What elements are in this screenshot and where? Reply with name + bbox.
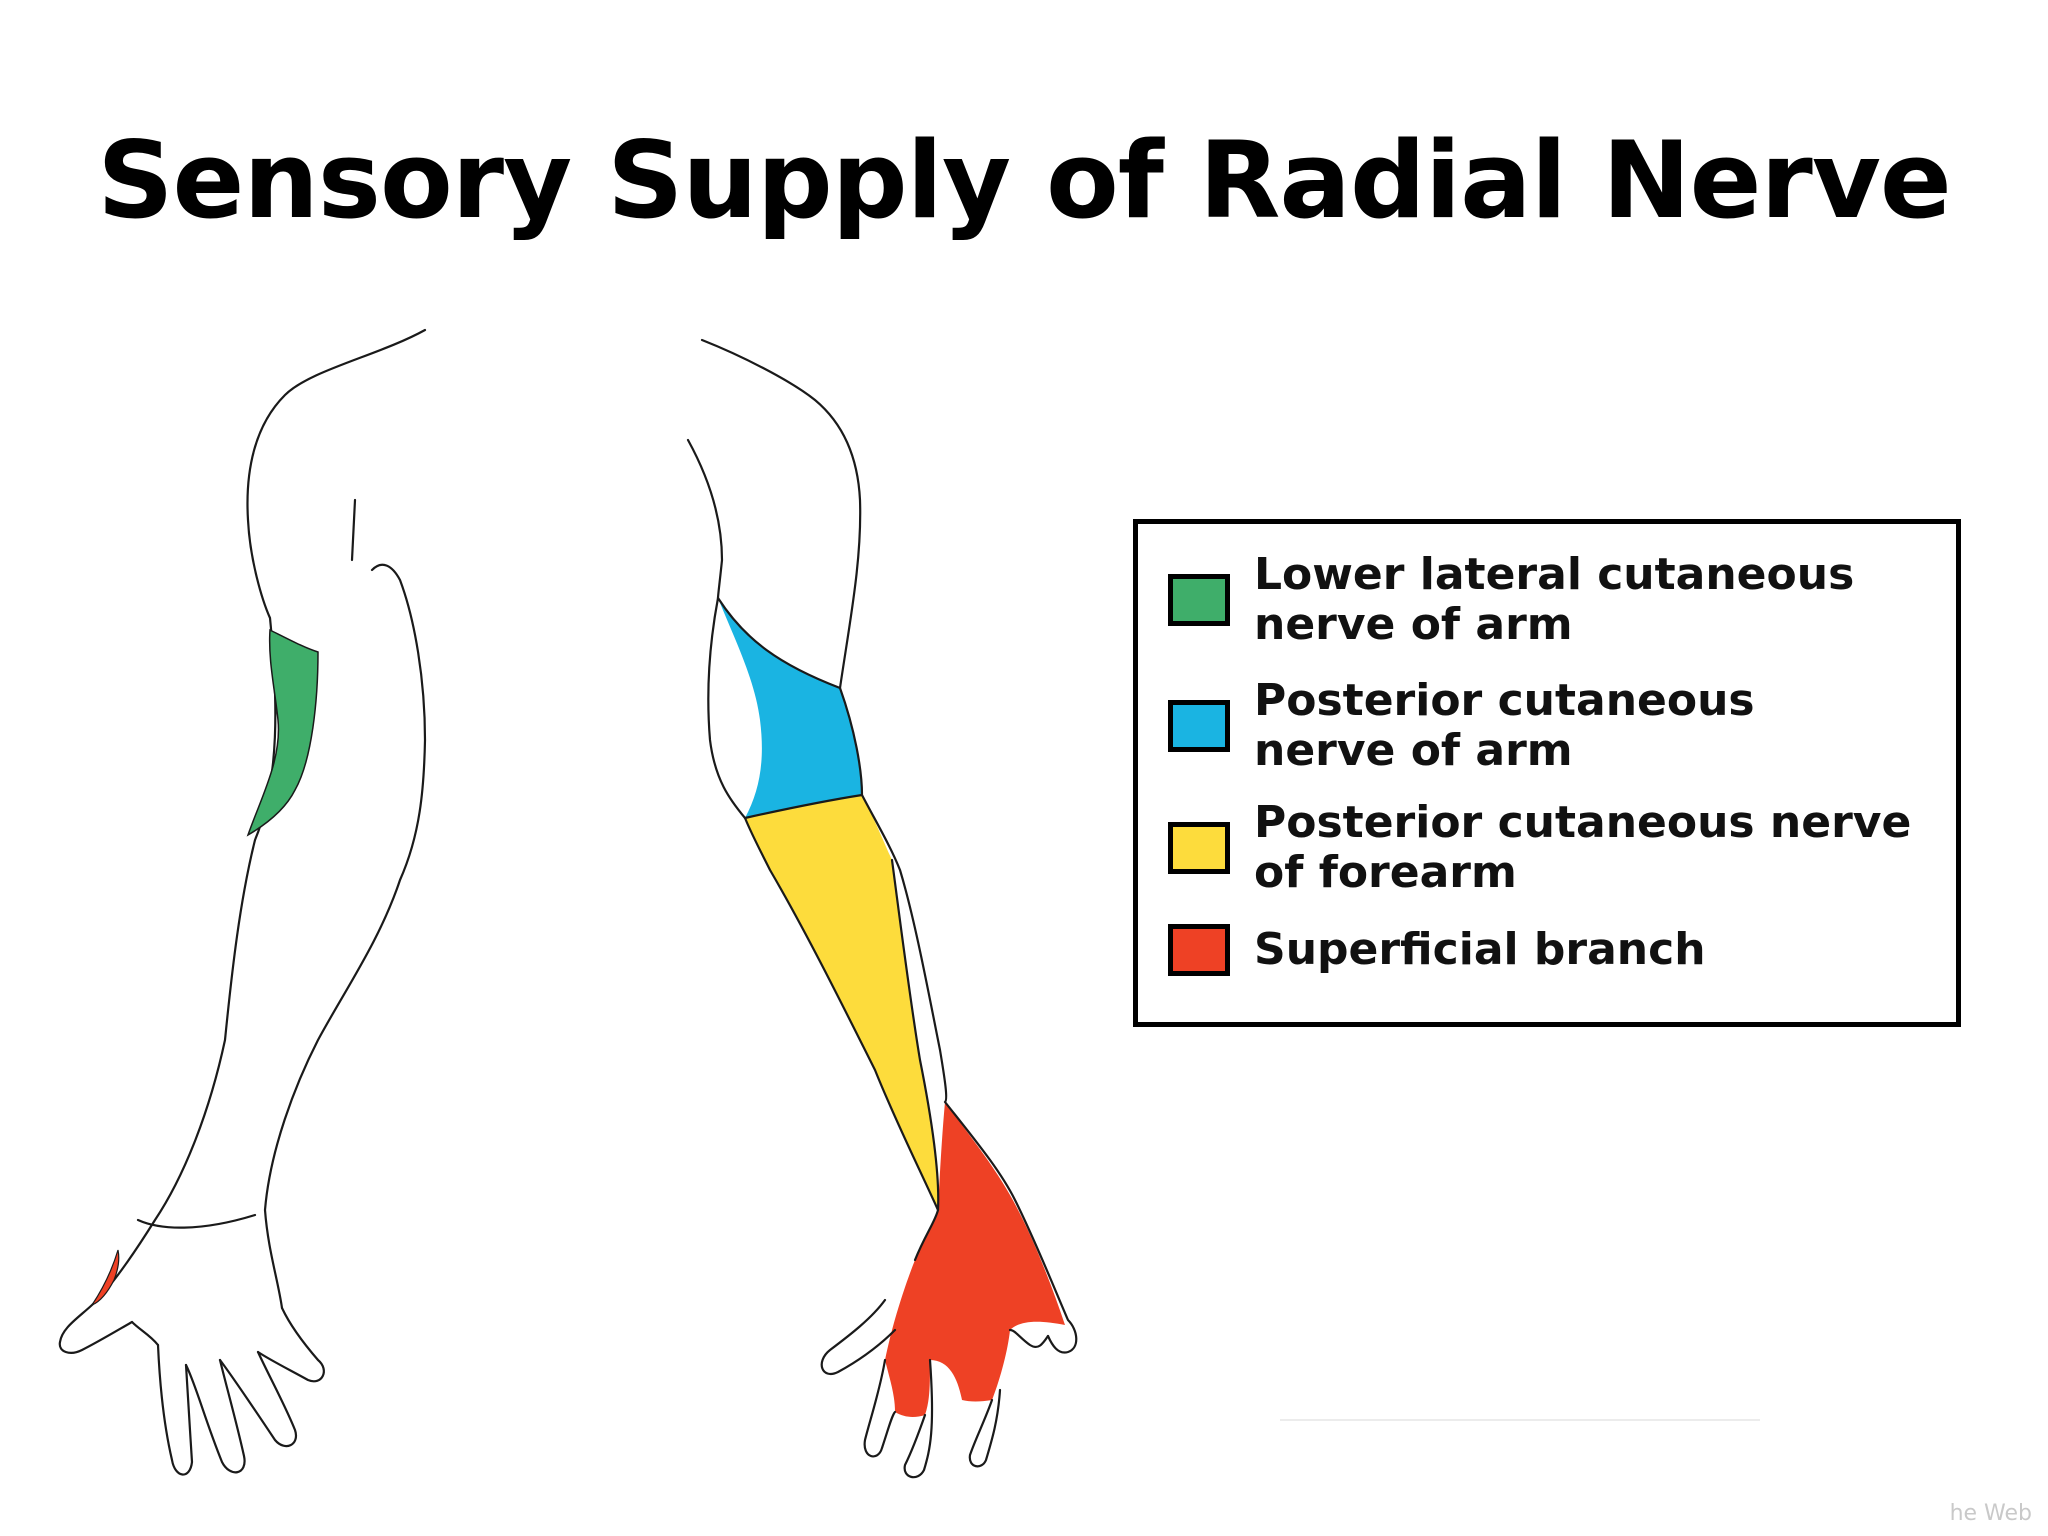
- legend-label-line: Superficial branch: [1254, 924, 1706, 975]
- legend-label-line: Posterior cutaneous: [1254, 675, 1755, 726]
- right-arm-finger-4: [1008, 1328, 1050, 1349]
- right-arm-outer-contour: [700, 338, 1078, 1354]
- right-arm-forearm-line: [890, 858, 940, 1212]
- legend-item-superficial-branch: Superficial branch: [1168, 924, 1948, 976]
- right-arm-finger-1: [863, 1358, 897, 1458]
- left-arm-red-patch: [90, 1249, 120, 1307]
- right-arm-blue-patch: [718, 598, 862, 818]
- right-arm-finger-3: [968, 1388, 1002, 1468]
- legend-label-line: Posterior cutaneous nerve: [1254, 797, 1912, 848]
- right-arm-fold-line: [716, 596, 842, 690]
- legend-item-posterior-cutaneous-arm: Posterior cutaneous nerve of arm: [1168, 676, 1948, 776]
- left-arm-finger-2: [184, 1358, 246, 1474]
- legend-label: Posterior cutaneous nerve of forearm: [1254, 798, 1911, 898]
- legend-label-line: nerve of arm: [1254, 599, 1573, 650]
- right-arm-finger-2: [903, 1358, 934, 1479]
- legend-swatch-blue: [1168, 700, 1230, 752]
- legend-item-posterior-cutaneous-forearm: Posterior cutaneous nerve of forearm: [1168, 798, 1948, 898]
- legend-label-line: of forearm: [1254, 847, 1517, 898]
- legend-item-lower-lateral-cutaneous: Lower lateral cutaneous nerve of arm: [1168, 550, 1948, 650]
- watermark: he Web: [1949, 1501, 2032, 1526]
- left-arm-finger-3: [218, 1350, 298, 1448]
- legend-label: Posterior cutaneous nerve of arm: [1254, 676, 1755, 776]
- right-arm-thumb: [820, 1298, 897, 1375]
- legend-swatch-yellow: [1168, 822, 1230, 874]
- left-arm-finger-1: [156, 1343, 194, 1476]
- legend-label-line: Lower lateral cutaneous: [1254, 549, 1855, 600]
- slide-title: Sensory Supply of Radial Nerve: [97, 119, 1952, 242]
- left-arm-inner-contour: [263, 498, 427, 1310]
- right-arm-red-patch: [885, 1102, 1065, 1417]
- left-arm-thumb: [130, 1320, 160, 1347]
- legend: Lower lateral cutaneous nerve of arm Pos…: [1133, 519, 1961, 1027]
- legend-label-line: nerve of arm: [1254, 725, 1573, 776]
- left-arm-outer-contour: [58, 328, 427, 1354]
- legend-label: Superficial branch: [1254, 925, 1706, 975]
- right-arm-inner-contour: [686, 438, 940, 1262]
- right-arm-elbow-line: [743, 793, 864, 820]
- left-arm-wrist-line: [136, 1213, 257, 1229]
- right-arm: [686, 338, 1078, 1479]
- legend-swatch-green: [1168, 574, 1230, 626]
- legend-label: Lower lateral cutaneous nerve of arm: [1254, 550, 1854, 650]
- left-arm-finger-4: [256, 1306, 325, 1383]
- left-arm-green-patch: [246, 628, 319, 837]
- legend-swatch-red: [1168, 924, 1230, 976]
- left-arm: [58, 328, 427, 1476]
